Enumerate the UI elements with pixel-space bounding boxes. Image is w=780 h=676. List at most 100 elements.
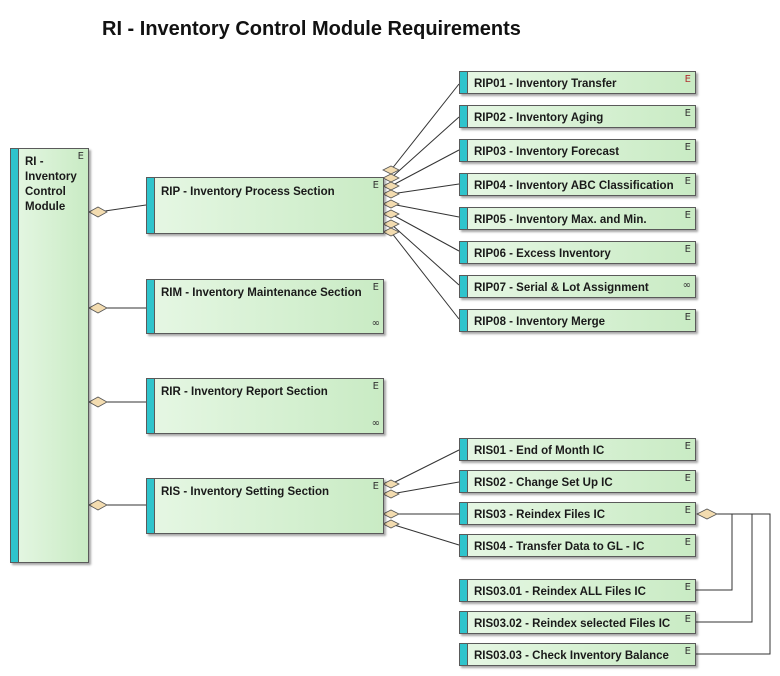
element-strip [460, 580, 468, 601]
aggregation-diamond [382, 165, 400, 175]
element-icon: E [684, 614, 691, 625]
connector-ris-02 [390, 481, 460, 495]
element-icon: E [684, 473, 691, 484]
element-icon: E [684, 312, 691, 323]
requirement-ris04-box[interactable]: RIS04 - Transfer Data to GL - IC E [459, 534, 696, 557]
connector-root-rip [97, 204, 147, 213]
element-strip [460, 140, 468, 161]
requirement-rip02-box[interactable]: RIP02 - Inventory Aging E [459, 105, 696, 128]
element-icon: E [684, 142, 691, 153]
requirement-rip03-box[interactable]: RIP03 - Inventory Forecast E [459, 139, 696, 162]
requirement-label: RIP01 - Inventory Transfer [474, 78, 617, 90]
requirement-label: RIS03 - Reindex Files IC [474, 509, 606, 521]
link-icon: ∞ [682, 280, 691, 291]
requirement-ris03-box[interactable]: RIS03 - Reindex Files IC E [459, 502, 696, 525]
aggregation-diamond [696, 508, 718, 520]
aggregation-diamond [382, 479, 400, 489]
requirement-label: RIS02 - Change Set Up IC [474, 477, 613, 489]
element-strip [460, 535, 468, 556]
section-rir-label: RIR - Inventory Report Section [161, 386, 328, 398]
connector-rip-03 [390, 149, 460, 187]
section-rip-label: RIP - Inventory Process Section [161, 186, 335, 198]
requirement-label: RIP03 - Inventory Forecast [474, 146, 620, 158]
aggregation-diamond [382, 227, 400, 237]
element-icon: E [684, 582, 691, 593]
element-icon: E [684, 74, 691, 85]
element-icon: E [372, 180, 379, 191]
element-strip [460, 612, 468, 633]
requirement-rip04-box[interactable]: RIP04 - Inventory ABC Classification E [459, 173, 696, 196]
root-module-box[interactable]: RI - Inventory Control Module E [10, 148, 89, 563]
section-rip-box[interactable]: RIP - Inventory Process Section E [146, 177, 384, 234]
requirement-rip01-box[interactable]: RIP01 - Inventory Transfer E [459, 71, 696, 94]
requirement-label: RIP08 - Inventory Merge [474, 316, 606, 328]
requirement-label: RIS03.03 - Check Inventory Balance [474, 650, 669, 662]
aggregation-diamond [88, 206, 108, 218]
aggregation-diamond [382, 199, 400, 209]
element-icon: E [684, 646, 691, 657]
aggregation-diamond [382, 209, 400, 219]
aggregation-diamond [382, 181, 400, 191]
element-strip [460, 310, 468, 331]
element-strip [460, 503, 468, 524]
requirement-rip08-box[interactable]: RIP08 - Inventory Merge E [459, 309, 696, 332]
connector-rip-04 [390, 183, 460, 195]
element-strip [460, 106, 468, 127]
element-strip [460, 174, 468, 195]
requirement-ris0301-box[interactable]: RIS03.01 - Reindex ALL Files IC E [459, 579, 696, 602]
requirement-ris0303-box[interactable]: RIS03.03 - Check Inventory Balance E [459, 643, 696, 666]
connector-ris03-02 [695, 513, 753, 623]
aggregation-diamond [382, 189, 400, 199]
element-icon: E [372, 381, 379, 392]
section-rim-label: RIM - Inventory Maintenance Section [161, 287, 362, 299]
aggregation-diamond [382, 219, 400, 229]
root-module-label: RI - Inventory Control Module [25, 156, 77, 213]
element-icon: E [684, 505, 691, 516]
element-strip [147, 379, 155, 433]
requirement-label: RIS01 - End of Month IC [474, 445, 605, 457]
element-icon: E [684, 244, 691, 255]
aggregation-diamond [88, 302, 108, 314]
aggregation-diamond [88, 499, 108, 511]
section-rim-box[interactable]: RIM - Inventory Maintenance Section E ∞ [146, 279, 384, 334]
element-strip [460, 471, 468, 492]
link-icon: ∞ [371, 418, 380, 429]
requirement-rip06-box[interactable]: RIP06 - Excess Inventory E [459, 241, 696, 264]
element-icon: E [684, 210, 691, 221]
connector-ris-01 [390, 449, 460, 485]
requirement-rip07-box[interactable]: RIP07 - Serial & Lot Assignment ∞ [459, 275, 696, 298]
section-ris-label: RIS - Inventory Setting Section [161, 486, 330, 498]
element-strip [460, 439, 468, 460]
section-ris-box[interactable]: RIS - Inventory Setting Section E [146, 478, 384, 534]
section-rir-box[interactable]: RIR - Inventory Report Section E ∞ [146, 378, 384, 434]
element-strip [460, 644, 468, 665]
element-icon: E [684, 537, 691, 548]
requirement-label: RIP06 - Excess Inventory [474, 248, 611, 260]
connector-rip-07 [390, 223, 460, 286]
requirement-rip05-box[interactable]: RIP05 - Inventory Max. and Min. E [459, 207, 696, 230]
element-strip [460, 208, 468, 229]
requirement-label: RIP07 - Serial & Lot Assignment [474, 282, 649, 294]
requirement-label: RIS03.02 - Reindex selected Files IC [474, 618, 671, 630]
requirement-ris0302-box[interactable]: RIS03.02 - Reindex selected Files IC E [459, 611, 696, 634]
connector-rip-02 [390, 116, 460, 179]
connector-ris03-03 [695, 513, 771, 655]
diagram-title: RI - Inventory Control Module Requiremen… [102, 18, 521, 40]
element-strip [460, 72, 468, 93]
requirement-label: RIS04 - Transfer Data to GL - IC [474, 541, 645, 553]
element-icon: E [684, 441, 691, 452]
connector-rip-01 [390, 83, 460, 171]
requirement-ris01-box[interactable]: RIS01 - End of Month IC E [459, 438, 696, 461]
link-icon: ∞ [371, 318, 380, 329]
element-icon: E [684, 108, 691, 119]
requirement-label: RIS03.01 - Reindex ALL Files IC [474, 586, 646, 598]
connector-rip-08 [390, 231, 460, 320]
element-icon: E [77, 151, 84, 162]
aggregation-diamond [382, 489, 400, 499]
aggregation-diamond [88, 396, 108, 408]
requirement-ris02-box[interactable]: RIS02 - Change Set Up IC E [459, 470, 696, 493]
connector-ris-04 [390, 523, 460, 546]
requirement-label: RIP02 - Inventory Aging [474, 112, 604, 124]
connector-rip-05 [390, 203, 460, 218]
element-icon: E [684, 176, 691, 187]
